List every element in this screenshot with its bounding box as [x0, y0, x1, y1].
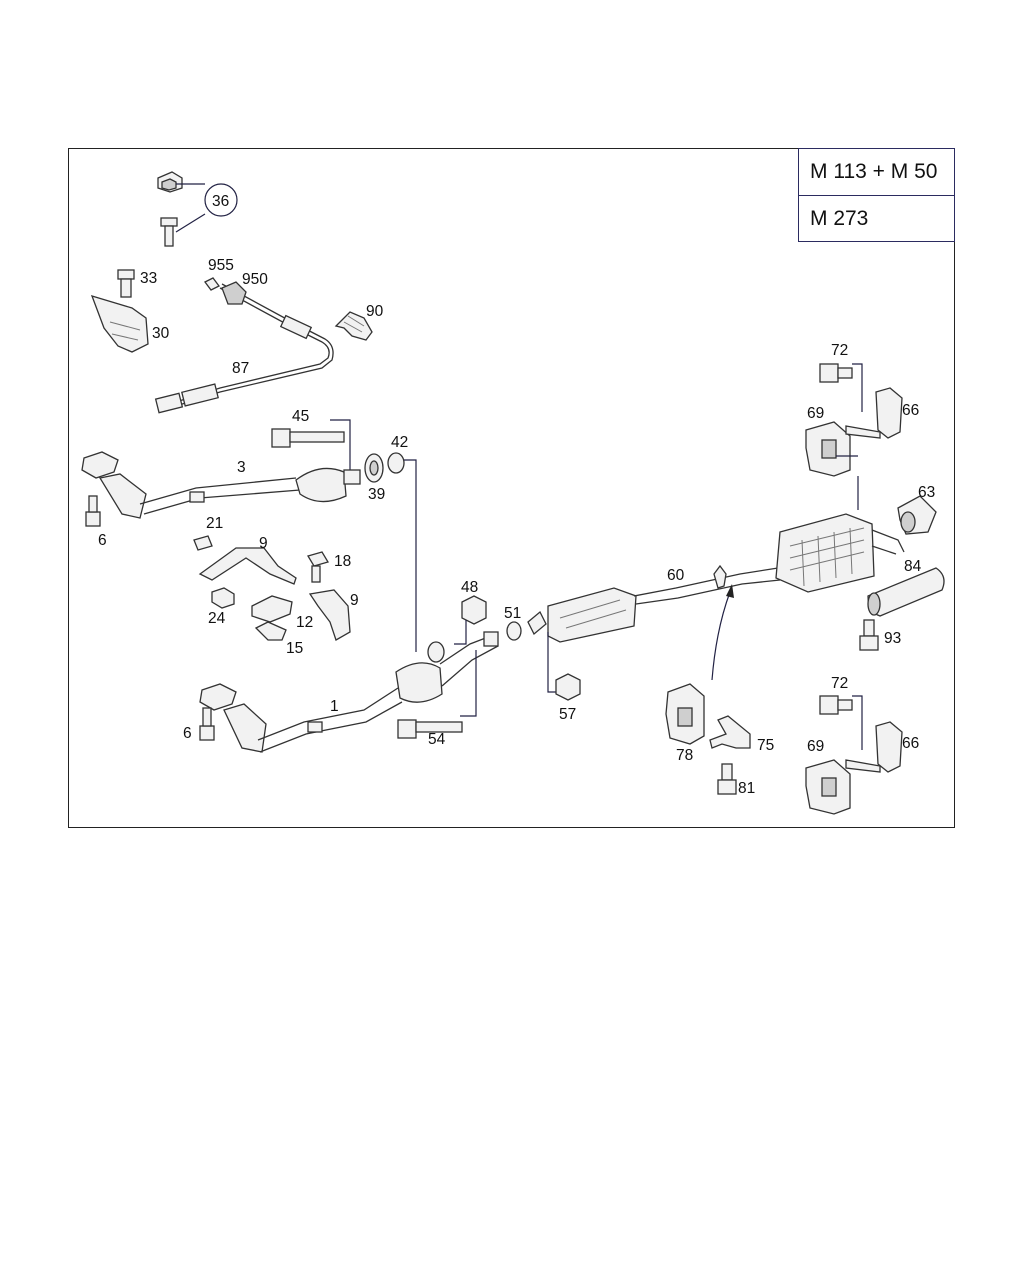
bolt-93-part — [859, 619, 879, 651]
clip-90-part — [334, 311, 373, 341]
callout-48: 48 — [461, 579, 478, 596]
callout-81: 81 — [738, 780, 755, 797]
arrow-line — [711, 591, 731, 681]
callout-955: 955 — [208, 257, 234, 274]
callout-72-lower: 72 — [831, 675, 848, 692]
diagram-frame — [68, 148, 955, 828]
callout-51: 51 — [504, 605, 521, 622]
callout-60: 60 — [667, 567, 685, 584]
callout-57: 57 — [559, 706, 576, 723]
bolt-6a-part — [85, 495, 101, 527]
rubber-hanger-69a-part — [805, 421, 851, 477]
callout-circle — [204, 183, 238, 217]
callout-1: 1 — [330, 698, 339, 715]
bolt-54-part — [397, 719, 463, 739]
exhaust-pipe-1-part — [199, 631, 499, 753]
pipe-84-part — [867, 567, 945, 617]
callout-87: 87 — [232, 360, 249, 377]
leader-72b — [852, 695, 863, 750]
callout-18: 18 — [334, 553, 351, 570]
heat-shield-30-part — [90, 295, 149, 353]
clamp-12-part — [251, 595, 293, 623]
callout-15: 15 — [286, 640, 303, 657]
callout-39: 39 — [368, 486, 385, 503]
callout-90: 90 — [366, 303, 384, 320]
rubber-hanger-78-part — [665, 683, 705, 745]
callout-42: 42 — [391, 434, 408, 451]
middle-muffler-60-part — [527, 564, 781, 643]
callout-12: 12 — [296, 614, 313, 631]
callout-66-upper: 66 — [902, 402, 919, 419]
callout-45: 45 — [292, 408, 309, 425]
leader-54 — [460, 650, 477, 717]
callout-6-upper: 6 — [98, 532, 107, 549]
callout-69-lower: 69 — [807, 738, 824, 755]
gasket-39-part — [364, 453, 384, 483]
leader-51 — [547, 632, 558, 693]
callout-950: 950 — [242, 271, 268, 288]
callout-9-lower: 9 — [350, 592, 359, 609]
bracket-66a-part — [845, 387, 903, 439]
model-row-m113-m50: M 113 + M 50 — [810, 160, 938, 183]
ring-42-part — [387, 452, 405, 474]
bolt-81-part — [717, 763, 737, 795]
callout-36: 36 — [212, 193, 229, 210]
callout-72-upper: 72 — [831, 342, 848, 359]
leader-36 — [175, 183, 206, 233]
rear-muffler-part — [775, 513, 905, 593]
leader-45 — [330, 419, 351, 470]
bolt-36-part — [160, 217, 178, 247]
callout-69-upper: 69 — [807, 405, 824, 422]
callout-30: 30 — [152, 325, 170, 342]
bracket-66b-part — [845, 721, 903, 773]
leader-48 — [454, 620, 467, 645]
bracket-9b-part — [308, 589, 351, 641]
callout-6-lower: 6 — [183, 725, 192, 742]
rubber-mount-48-part — [461, 595, 487, 625]
leader-72a — [852, 363, 863, 412]
callout-78: 78 — [676, 747, 693, 764]
tail-pipe-63-part — [897, 495, 937, 535]
connector-955-950-part — [204, 277, 247, 305]
nut-24-part — [211, 587, 235, 609]
callout-63: 63 — [918, 484, 935, 501]
ring-51-part — [506, 621, 522, 641]
callout-9-upper: 9 — [259, 535, 268, 552]
callout-66-lower: 66 — [902, 735, 919, 752]
arrow-head — [726, 584, 734, 598]
clamp-15-part — [254, 621, 287, 641]
callout-93: 93 — [884, 630, 901, 647]
callout-33: 33 — [140, 270, 157, 287]
callout-24: 24 — [208, 610, 226, 627]
model-row-m273: M 273 — [799, 195, 954, 241]
callout-3: 3 — [237, 459, 246, 476]
bracket-21-part — [193, 535, 213, 551]
bolt-6b-part — [199, 707, 215, 741]
callout-84: 84 — [904, 558, 922, 575]
engine-model-legend: M 113 + M 50 M 273 — [798, 148, 955, 242]
callout-75: 75 — [757, 737, 774, 754]
nut-57-part — [555, 673, 581, 701]
callout-21: 21 — [206, 515, 223, 532]
bracket-9a-part — [198, 547, 297, 585]
sensor-87-part — [154, 283, 334, 414]
bolt-33-part — [117, 269, 135, 298]
exhaust-pipe-3-part — [81, 451, 361, 519]
bolt-45-part — [271, 428, 345, 448]
bolt-72a-part — [819, 363, 853, 383]
leader-42 — [404, 459, 417, 652]
bolt-18-part — [307, 551, 329, 583]
callout-54: 54 — [428, 731, 446, 748]
clip-nut-part — [157, 171, 183, 193]
bracket-75-part — [709, 715, 751, 749]
rubber-hanger-69b-part — [805, 759, 851, 815]
bolt-72b-part — [819, 695, 853, 715]
